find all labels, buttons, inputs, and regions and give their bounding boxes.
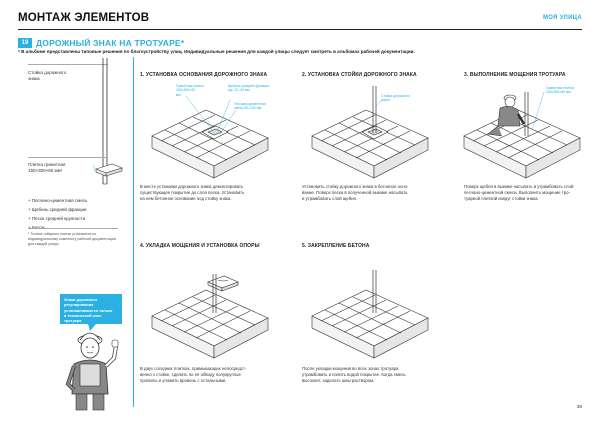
page-number: 39	[576, 404, 582, 409]
step-text-line: и утрамбовать слой щебня.	[302, 196, 358, 201]
step-text-line: В месте установки дорожного знака демонт…	[140, 184, 244, 189]
tile-icon	[93, 163, 123, 177]
step-3-paving-diagram	[463, 91, 581, 179]
post-label: Стойка дорожного знака	[28, 70, 66, 82]
step-text-line: венно к стойке, сделать по ее обводу пол…	[140, 372, 241, 377]
tile-label-rule	[28, 157, 108, 158]
callout-line: Стойка дорожного	[381, 94, 410, 98]
step-1-title: 1. УСТАНОВКА ОСНОВАНИЯ ДОРОЖНОГО ЗНАКА	[140, 72, 268, 78]
step-text-line: туарной плиткой вокруг стойки знака.	[464, 196, 539, 201]
worker-illustration	[65, 332, 119, 411]
header-tag: МОЯ УЛИЦА	[542, 15, 582, 21]
step-4-title: 4. УКЛАДКА МОЩЕНИЯ И УСТАНОВКА ОПОРЫ	[140, 243, 260, 249]
step-3-callout-a: Гранитная плитка 150×300×60 мм	[546, 86, 574, 95]
materials-list: + Песчано-цементная смесь + Щебень средн…	[28, 196, 87, 232]
sign-post-illustration	[102, 58, 108, 185]
step-3-title: 3. ВЫПОЛНЕНИЕ МОЩЕНИЯ ТРОТУАРА	[464, 72, 566, 78]
callout-line: фр. 20–40 мм	[228, 88, 250, 93]
step-3-text: Поверх щебня в выемке насыпать и утрамбо…	[464, 184, 573, 202]
step-text-line: В двух соседних плитках, примыкающих неп…	[140, 366, 247, 371]
bubble-line: устанавливаются только	[64, 307, 113, 313]
callout-line: мм	[176, 92, 181, 97]
post-label-line: знака	[28, 76, 40, 81]
callout-line: 150×300×60	[176, 88, 196, 93]
accent-divider	[133, 57, 134, 407]
section-heading: 19 ДОРОЖНЫЙ ЗНАК НА ТРОТУАРЕ*	[18, 38, 184, 48]
bubble-tail	[88, 324, 96, 331]
bubble-line: Знаки дорожного регулирования	[64, 297, 98, 308]
step-text-line: вание. Поверх песка в полученной выемке …	[302, 190, 408, 195]
post-label-line: Стойка дорожного	[28, 70, 67, 75]
step-1-callout-a: Гранитная плитка 150×300×60 мм	[176, 84, 204, 97]
step-5-text: После укладки мощения во всех зонах трот…	[302, 366, 406, 384]
material-item: + Щебень средней фракции	[28, 207, 87, 212]
step-text-line: Установить стойку дорожного знака в бето…	[302, 184, 409, 189]
material-item: + Песчано-цементная смесь	[28, 198, 88, 203]
step-2-paving-diagram	[311, 86, 429, 179]
header-divider	[18, 29, 582, 30]
bubble-line: на одной оси	[64, 323, 90, 329]
step-5-paving-diagram	[311, 270, 429, 359]
material-item: + Песок средней крупности	[28, 216, 86, 221]
section-number-badge: 19	[18, 38, 32, 48]
material-item: + Бетон	[28, 223, 87, 232]
step-text-line: на нем бетонное основание под стойку зна…	[140, 196, 232, 201]
info-bubble: Знаки дорожного регулирования устанавлив…	[60, 294, 122, 328]
step-2-title: 2. УСТАНОВКА СТОЙКИ ДОРОЖНОГО ЗНАКА	[302, 72, 417, 78]
step-1-paving-diagram	[151, 95, 269, 179]
step-text-line: существующее покрытие до слоя песка. Уст…	[140, 190, 245, 195]
step-1-text: В месте установки дорожного знака демонт…	[140, 184, 244, 202]
callout-line: Гранитная плитка	[176, 84, 204, 88]
step-2-callout-a: Стойка дорожного знака	[381, 94, 410, 103]
step-1-callout-c: Песчано-цементная смесь 50–100 мм	[234, 102, 266, 111]
callout-line: смесь 50–100 мм	[234, 106, 262, 111]
step-2-text: Установить стойку дорожного знака в бето…	[302, 184, 408, 202]
callout-line: Песчано-цементная	[234, 102, 266, 106]
footnote: ¹ Точные габариты плитки уточняются по и…	[28, 232, 116, 246]
step-1-callout-b: Щебень средней фракции фр. 20–40 мм	[228, 84, 269, 93]
step-text-line: высохнет, заделать швы раствором.	[302, 378, 375, 383]
callout-line: знака	[381, 98, 390, 103]
step-text-line: пропилы и уложить вровень с остальными.	[140, 378, 227, 383]
tile-label-line: Плитка гранитная	[28, 162, 66, 167]
footnote-rule	[28, 228, 118, 229]
step-text-line: Поверх щебня в выемке насыпать и утрамбо…	[464, 184, 574, 189]
step-5-title: 5. ЗАКРЕПЛЕНИЕ БЕТОНА	[302, 243, 370, 249]
callout-line: 150×300×60 мм	[546, 90, 571, 95]
step-text-line: После укладки мощения во всех зонах трот…	[302, 366, 399, 371]
post-label-rule	[28, 64, 108, 65]
tile-label-line: 150×300×60 мм¹	[28, 168, 63, 173]
step-4-text: В двух соседних плитках, примыкающих неп…	[140, 366, 246, 384]
step-4-paving-diagram	[151, 274, 269, 359]
section-title: ДОРОЖНЫЙ ЗНАК НА ТРОТУАРЕ*	[36, 38, 185, 48]
step-text-line: утрамбовать и полить водой покрытие. Ког…	[302, 372, 406, 377]
bubble-line: в технической зоне тротуара	[64, 312, 102, 324]
page-title: МОНТАЖ ЭЛЕМЕНТОВ	[18, 12, 150, 24]
tile-label: Плитка гранитная 150×300×60 мм¹	[28, 162, 65, 174]
step-text-line: песчано-цементной смеси. Выполнить мощен…	[464, 190, 570, 195]
callout-line: Щебень средней фракции	[228, 84, 270, 88]
callout-line: Гранитная плитка	[546, 86, 574, 90]
section-note: * В альбоме представлены типовые решения…	[18, 49, 415, 54]
